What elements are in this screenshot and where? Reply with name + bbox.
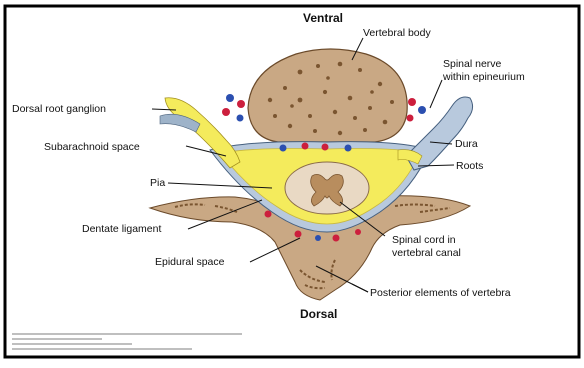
label-spinal-nerve-2: within epineurium [442,71,525,83]
label-spinal-cord-2: vertebral canal [392,247,461,259]
label-ventral: Ventral [303,11,343,25]
label-dentate-ligament: Dentate ligament [82,223,161,235]
label-spinal-cord-1: Spinal cord in [392,234,456,246]
label-posterior-elements: Posterior elements of vertebra [370,287,511,299]
label-pia: Pia [150,177,165,189]
label-epidural-space: Epidural space [155,256,225,268]
label-roots: Roots [456,160,483,172]
label-spinal-nerve-1: Spinal nerve [443,58,502,70]
label-vertebral-body: Vertebral body [363,27,431,39]
label-subarachnoid-space: Subarachnoid space [44,141,140,153]
label-dura: Dura [455,138,478,150]
label-dorsal: Dorsal [300,307,337,321]
label-dorsal-root-ganglion: Dorsal root ganglion [12,103,106,115]
